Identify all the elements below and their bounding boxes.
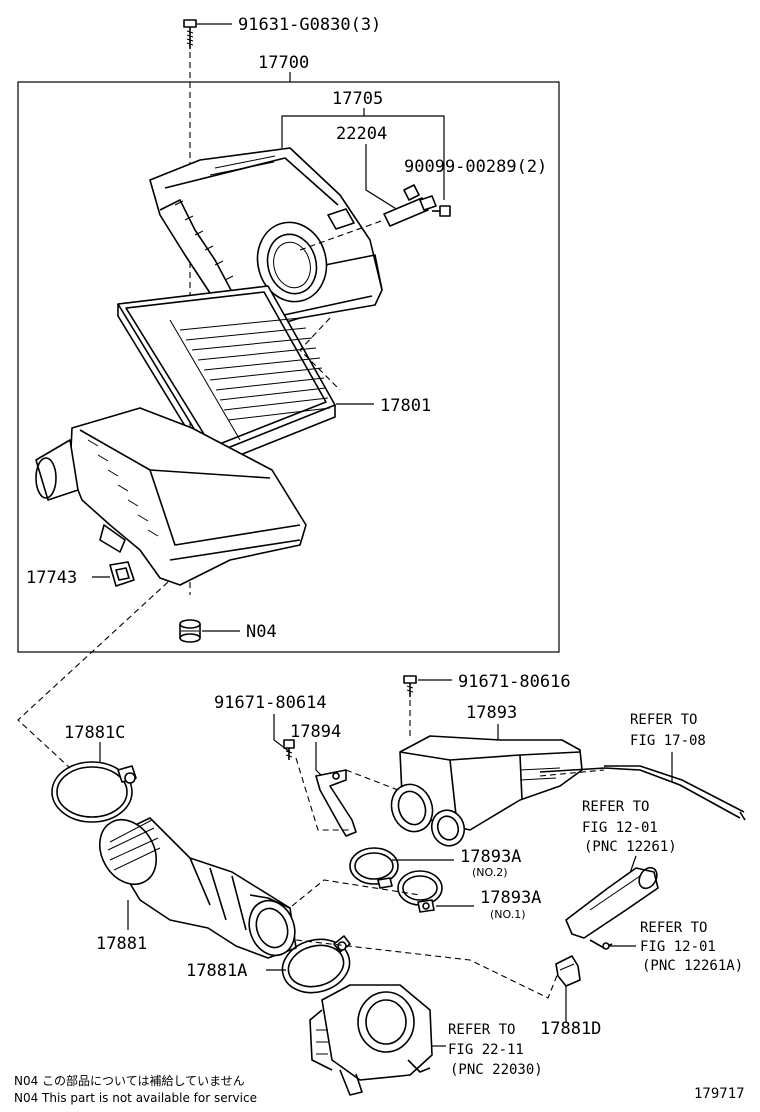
- pipe-link-line: [539, 769, 605, 777]
- callout-element: 17801: [380, 396, 431, 416]
- figure-id: 179717: [694, 1086, 745, 1102]
- note-english: N04 This part is not available for servi…: [14, 1091, 257, 1105]
- grommet-icon: [179, 619, 201, 643]
- callout-clamp-a: 17881A: [186, 961, 247, 981]
- connector-icon: [555, 955, 581, 987]
- sensor-axis-line: [299, 219, 385, 251]
- callout-clamp-no2: 17893A: [460, 847, 521, 867]
- callout-bracket: 17743: [26, 568, 77, 588]
- refer-12-01-b-line3: (PNC 12261A): [642, 958, 743, 974]
- clip-icon: [589, 939, 613, 950]
- refer-12-01-a-line3: (PNC 12261): [584, 839, 677, 855]
- callout-clamp-no2-sub: (NO.2): [472, 866, 508, 879]
- leader-cap: [281, 115, 445, 200]
- refer-17-08-line1: REFER TO: [630, 712, 697, 728]
- callout-bolt-top: 91631-G0830(3): [238, 15, 381, 35]
- clamp-no2-icon: [349, 847, 399, 889]
- callout-clamp-no1: 17893A: [480, 888, 541, 908]
- bolt-b-icon: [403, 675, 417, 697]
- callout-bolt-a: 91671-80614: [214, 693, 327, 713]
- clamp-no1-icon: [397, 870, 443, 913]
- refer-12-01-b-line1: REFER TO: [640, 920, 707, 936]
- refer-22-11-line1: REFER TO: [448, 1022, 515, 1038]
- stay-guide-line: [295, 757, 350, 831]
- refer-12-01-a-line2: FIG 12-01: [582, 820, 658, 836]
- screw-icon: [432, 205, 451, 217]
- callout-clamp-no1-sub: (NO.1): [490, 908, 526, 921]
- throttle-body: [309, 984, 433, 1096]
- air-cleaner-cap: [149, 147, 383, 346]
- pipe-refer-12-01: [565, 866, 659, 939]
- clamp-c-icon: [51, 761, 137, 823]
- leader-sensor: [365, 144, 399, 211]
- air-cleaner-case: [35, 407, 307, 586]
- callout-assy: 17700: [258, 53, 309, 73]
- callout-resonator: 17893: [466, 703, 517, 723]
- callout-hose: 17881: [96, 934, 147, 954]
- pipe-refer-17-08: [539, 767, 741, 819]
- hose-to-clamp-line: [291, 879, 421, 907]
- element-guide-line: [299, 317, 341, 391]
- assembly-frame: [17, 81, 560, 653]
- resonator: [390, 735, 583, 847]
- bolt-a-icon: [283, 739, 295, 760]
- stay-to-resonator-line: [345, 769, 399, 791]
- intake-hose: [98, 817, 297, 959]
- note-japanese: N04 この部品については補給していません: [14, 1073, 245, 1088]
- callout-bolt-b: 91671-80616: [458, 672, 571, 692]
- callout-sensor: 22204: [336, 124, 387, 144]
- bracket-icon: [109, 561, 135, 587]
- callout-stay: 17894: [290, 722, 341, 742]
- case-to-clamp-line: [17, 581, 169, 769]
- refer-17-08-line2: FIG 17-08: [630, 733, 706, 749]
- callout-screw: 90099-00289(2): [404, 157, 547, 177]
- stay-icon: [315, 769, 357, 837]
- refer-22-11-line2: FIG 22-11: [448, 1042, 524, 1058]
- refer-12-01-a-line1: REFER TO: [582, 799, 649, 815]
- callout-n04: N04: [246, 622, 277, 642]
- callout-connector: 17881D: [540, 1019, 601, 1039]
- mass-air-flow-sensor: [383, 184, 437, 227]
- bolt-top-icon: [183, 19, 197, 49]
- refer-22-11-line3: (PNC 22030): [450, 1062, 543, 1078]
- callout-cap: 17705: [332, 89, 383, 109]
- callout-clamp-c: 17881C: [64, 723, 125, 743]
- refer-12-01-b-line2: FIG 12-01: [640, 939, 716, 955]
